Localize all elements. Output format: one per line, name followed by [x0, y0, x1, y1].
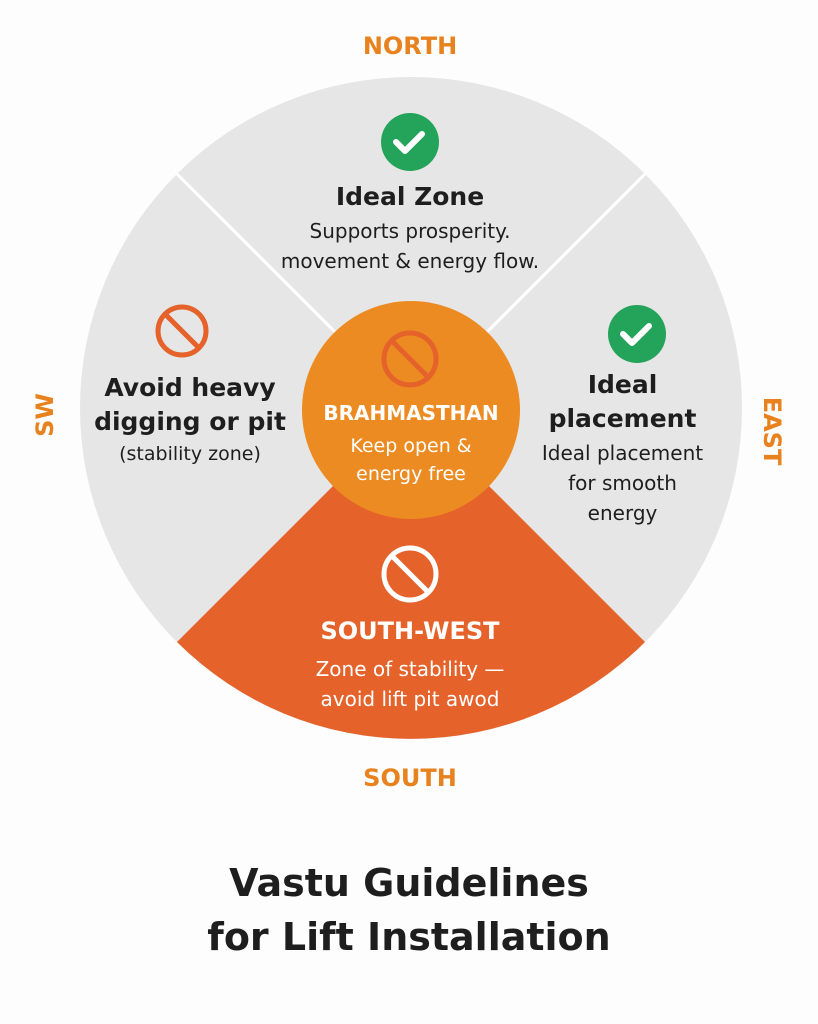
- north-label: NORTH: [362, 32, 458, 60]
- brahmasthan-heading: BRAHMASTHAN: [323, 401, 499, 425]
- brahmasthan-line1: Keep open &: [350, 435, 472, 457]
- title-line1: Vastu Guidelines: [229, 861, 589, 905]
- check-icon: [608, 305, 666, 363]
- southwest-heading: SOUTH-WEST: [320, 617, 500, 645]
- brahmasthan-text: BRAHMASTHAN Keep open & energy free: [305, 398, 517, 488]
- prohibited-icon: [155, 304, 209, 358]
- prohibited-icon: [381, 545, 439, 603]
- north-line2: movement & energy flow.: [280, 249, 540, 273]
- east-line2: for smooth: [568, 471, 677, 495]
- north-zone-text: Ideal Zone Supports prosperity. movement…: [210, 180, 610, 276]
- east-heading1: Ideal: [587, 370, 658, 399]
- east-label: EAST: [758, 396, 786, 466]
- north-heading: Ideal Zone: [335, 182, 485, 211]
- brahmasthan-circle: [302, 301, 520, 519]
- sw-label: SW: [31, 393, 59, 437]
- north-line1: Supports prosperity.: [309, 219, 511, 243]
- west-heading1: Avoid heavy: [104, 373, 276, 402]
- west-zone-text: Avoid heavy digging or pit (stability zo…: [90, 371, 290, 469]
- check-icon: [381, 113, 439, 171]
- east-line3: energy: [587, 501, 658, 525]
- west-line1: (stability zone): [119, 443, 261, 465]
- title-line2: for Lift Installation: [207, 915, 611, 959]
- west-heading2: digging or pit: [94, 407, 286, 436]
- east-zone-text: Ideal placement Ideal placement for smoo…: [520, 368, 725, 528]
- page-title: Vastu Guidelines for Lift Installation: [100, 856, 718, 964]
- southwest-line2: avoid lift pit awod: [320, 687, 500, 711]
- south-label: SOUTH: [363, 764, 457, 792]
- prohibited-icon: [381, 330, 439, 388]
- southwest-zone-text: SOUTH-WEST Zone of stability — avoid lif…: [260, 614, 560, 714]
- east-line1: Ideal placement: [541, 441, 704, 465]
- southwest-line1: Zone of stability —: [315, 657, 505, 681]
- east-heading2: placement: [548, 404, 697, 433]
- brahmasthan-line2: energy free: [356, 463, 466, 485]
